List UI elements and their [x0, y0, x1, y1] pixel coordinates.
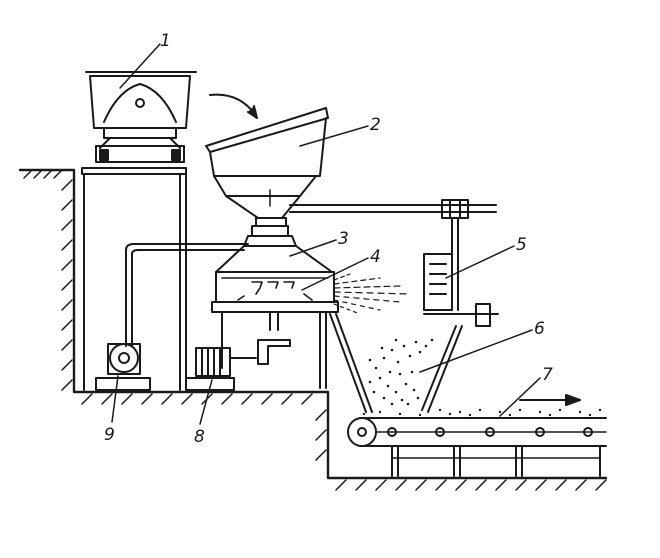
leader-lines — [111, 43, 541, 425]
atomizer-frame — [211, 301, 339, 389]
deflector-chute — [329, 313, 463, 413]
spray-jet — [333, 273, 411, 315]
ladle-bucket — [85, 71, 197, 163]
ground-outline — [18, 168, 608, 491]
label-nozzles: 4 — [370, 247, 381, 267]
atomizer-body — [215, 225, 335, 303]
label-hopper: 2 — [370, 115, 381, 135]
conveyor — [347, 394, 607, 477]
pour-arrow — [209, 93, 258, 119]
conveyor-legs — [391, 445, 601, 477]
ground-hatching — [23, 169, 607, 491]
receiving-hopper — [205, 107, 329, 227]
label-pump: 9 — [104, 425, 115, 445]
conveyor-rollers — [387, 427, 593, 437]
label-motor: 8 — [194, 427, 205, 447]
label-deflector: 6 — [534, 319, 545, 339]
water-pipe — [125, 243, 249, 347]
labels: 1 2 3 4 5 6 7 8 9 — [104, 31, 553, 447]
label-conveyor: 7 — [542, 365, 553, 385]
powder-heap — [362, 338, 602, 417]
label-ladle: 1 — [160, 31, 171, 51]
control-unit — [423, 217, 499, 327]
motor-unit — [185, 347, 257, 391]
spray-nozzles — [237, 281, 313, 301]
label-atomizer: 3 — [338, 229, 349, 249]
pump-unit — [95, 343, 151, 391]
label-control-unit: 5 — [516, 235, 527, 255]
conveyor-direction-arrow — [519, 394, 581, 406]
support-column — [81, 167, 187, 391]
control-rod — [289, 199, 497, 219]
